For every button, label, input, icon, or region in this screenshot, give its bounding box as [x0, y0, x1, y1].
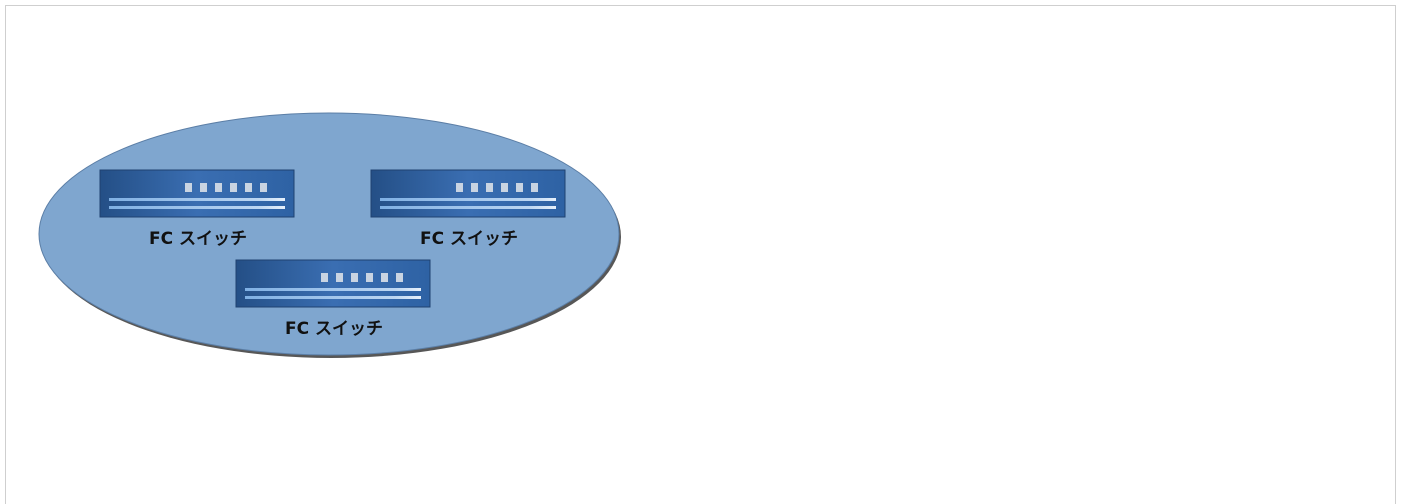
fc-switch-icon: [235, 259, 431, 308]
fc-switch-icon: [99, 169, 295, 218]
fc-switch-3: FC スイッチ: [235, 259, 431, 339]
fc-switch-label: FC スイッチ: [420, 229, 518, 249]
fc-switch-label: FC スイッチ: [149, 229, 247, 249]
fc-switch-label: FC スイッチ: [285, 319, 383, 339]
fc-switch-1: FC スイッチ: [99, 169, 295, 249]
fc-switch-2: FC スイッチ: [370, 169, 566, 249]
fc-switch-icon: [370, 169, 566, 218]
